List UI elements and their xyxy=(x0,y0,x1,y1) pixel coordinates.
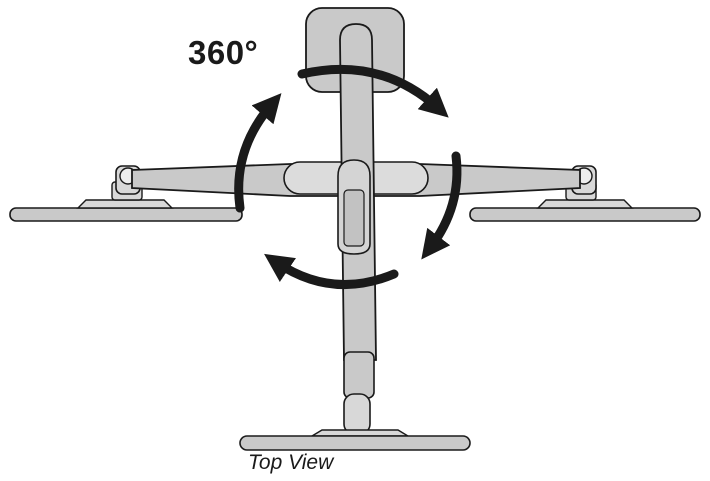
rotation-arrow-icon xyxy=(297,64,449,118)
bottom-bracket xyxy=(239,351,471,451)
rotation-arrow-icon xyxy=(421,151,462,260)
rotation-arrows xyxy=(234,64,462,290)
rotation-label: 360° xyxy=(188,34,259,71)
vertical-arm xyxy=(337,23,377,361)
rotation-arrow-icon xyxy=(234,93,282,213)
left-tv-plate xyxy=(9,181,243,222)
view-caption: Top View xyxy=(248,451,334,474)
rotation-arrow-icon xyxy=(264,253,399,290)
